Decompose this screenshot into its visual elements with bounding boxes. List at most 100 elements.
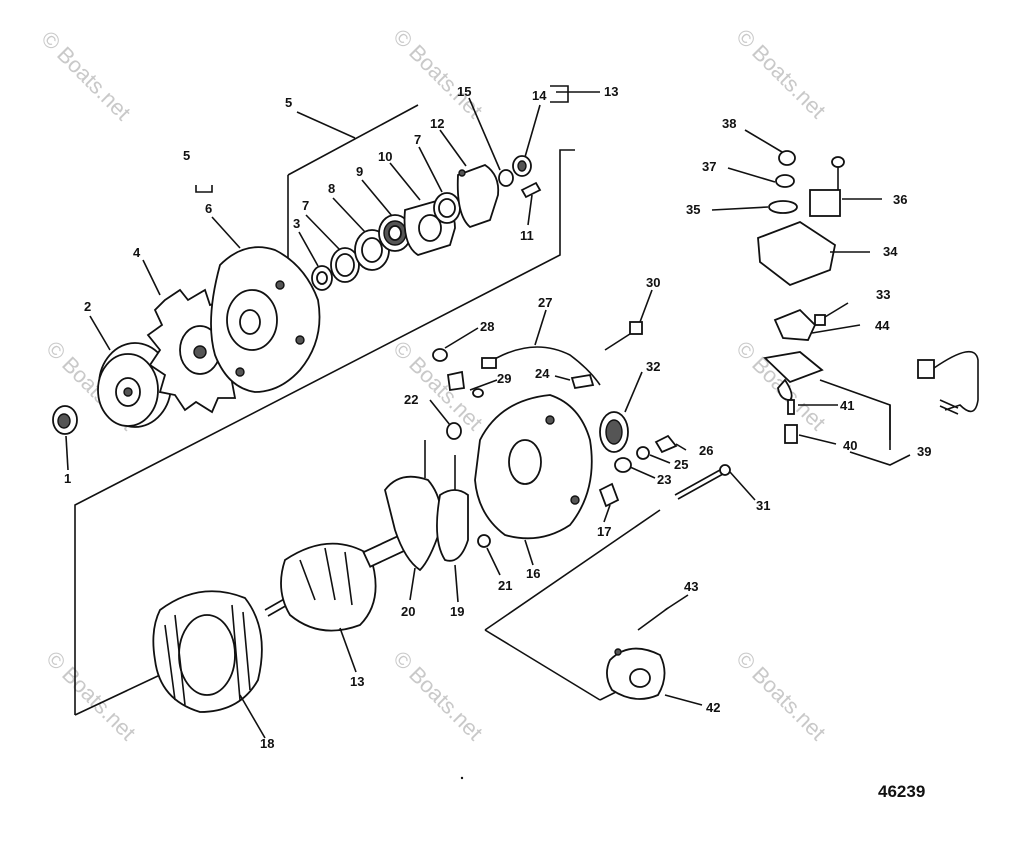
part-9-bearing <box>378 214 412 252</box>
part-3-spacer <box>311 265 333 291</box>
part-13-rotor <box>264 534 408 632</box>
callout-17: 17 <box>597 524 611 539</box>
part-19-diode-trio <box>436 455 469 562</box>
assembly-frame-lines <box>74 104 661 716</box>
watermark: © Boats.net <box>388 646 487 745</box>
part-30-screw <box>604 321 643 351</box>
part-21-nut <box>477 534 491 548</box>
stray-dot <box>460 776 464 780</box>
leader-lines <box>65 85 911 739</box>
callout-25: 25 <box>674 457 688 472</box>
callout-43: 43 <box>684 579 698 594</box>
callout-6: 6 <box>205 201 212 216</box>
callout-5b: 5 <box>183 148 190 163</box>
callout-14: 14 <box>532 88 547 103</box>
part-17-bushing <box>598 482 620 508</box>
part-24-connector <box>570 373 595 390</box>
part-8-bearing-cover <box>354 229 390 271</box>
part-35-washer <box>768 200 798 214</box>
part-43-screw <box>637 607 669 631</box>
callout-24: 24 <box>535 366 550 381</box>
part-42-bracket <box>606 647 666 700</box>
part-25-washer <box>636 446 650 460</box>
callout-44: 44 <box>875 318 890 333</box>
callout-39: 39 <box>917 444 931 459</box>
part-34-regulator <box>757 220 837 287</box>
part-1-nut <box>52 405 78 435</box>
callout-16: 16 <box>526 566 540 581</box>
callout-37: 37 <box>702 159 716 174</box>
part-38-nut <box>778 150 796 166</box>
drawing-number: 46239 <box>878 782 925 801</box>
callout-1: 1 <box>64 471 71 486</box>
callout-7b: 7 <box>414 132 421 147</box>
callout-7: 7 <box>302 198 309 213</box>
callout-10: 10 <box>378 149 392 164</box>
callout-4: 4 <box>133 245 141 260</box>
part-18-stator <box>152 590 263 713</box>
callout-9: 9 <box>356 164 363 179</box>
part-39-harness-bracket <box>763 351 824 401</box>
callout-34: 34 <box>883 244 898 259</box>
part-28-terminal <box>432 348 466 392</box>
part-37-washer <box>775 174 795 188</box>
callout-41: 41 <box>840 398 854 413</box>
callout-28: 28 <box>480 319 494 334</box>
callout-33: 33 <box>876 287 890 302</box>
part-16-rear-housing <box>474 394 593 540</box>
part-27-lead-wire <box>481 346 601 386</box>
callout-15: 15 <box>457 84 471 99</box>
watermark: © Boats.net <box>41 646 140 745</box>
part-31-through-bolt <box>674 464 731 500</box>
callout-26: 26 <box>699 443 713 458</box>
part-11-screw <box>520 181 542 199</box>
part-44-regulator-mount <box>773 308 817 341</box>
callout-2: 2 <box>84 299 91 314</box>
callout-20: 20 <box>401 604 415 619</box>
callout-21: 21 <box>498 578 512 593</box>
part-6-front-housing <box>210 246 321 393</box>
part-36-terminal-block <box>809 156 845 217</box>
part-23-spacer <box>614 457 632 473</box>
part-22-nut <box>446 422 462 440</box>
callout-8: 8 <box>328 181 335 196</box>
callout-27: 27 <box>538 295 552 310</box>
callout-30: 30 <box>646 275 660 290</box>
wiring-harness-plug <box>917 350 979 415</box>
watermark: © Boats.net <box>731 646 830 745</box>
callout-19: 19 <box>450 604 464 619</box>
callout-13b: 13 <box>350 674 364 689</box>
watermark: © Boats.net <box>36 26 135 125</box>
callout-29: 29 <box>497 371 511 386</box>
part-7-retainer-b <box>433 192 461 224</box>
part-12-plate <box>456 163 500 229</box>
callout-32: 32 <box>646 359 660 374</box>
callout-13: 13 <box>604 84 618 99</box>
callout-42: 42 <box>706 700 720 715</box>
callout-18: 18 <box>260 736 274 751</box>
callout-40: 40 <box>843 438 857 453</box>
callout-5: 5 <box>285 95 292 110</box>
callout-36: 36 <box>893 192 907 207</box>
part-26-insulator <box>654 434 678 454</box>
callout-3: 3 <box>293 216 300 231</box>
part-14-nut <box>512 155 532 177</box>
callout-12: 12 <box>430 116 444 131</box>
part-29-insulator <box>472 388 484 398</box>
callout-35: 35 <box>686 202 700 217</box>
callout-31: 31 <box>756 498 770 513</box>
callout-38: 38 <box>722 116 736 131</box>
part-32-bearing <box>599 411 629 453</box>
watermark: © Boats.net <box>731 24 830 123</box>
callout-11: 11 <box>520 228 534 243</box>
part-15-washer <box>498 169 514 187</box>
part-41-clip <box>787 399 795 415</box>
part-40-fuse <box>784 424 798 444</box>
callout-23: 23 <box>657 472 671 487</box>
part-7-retainer <box>330 247 360 283</box>
part-33-screw <box>814 302 849 326</box>
callout-labels: 1 2 3 4 5 5 6 7 7 8 9 10 11 12 13 13 14 … <box>64 84 931 751</box>
callout-22: 22 <box>404 392 418 407</box>
